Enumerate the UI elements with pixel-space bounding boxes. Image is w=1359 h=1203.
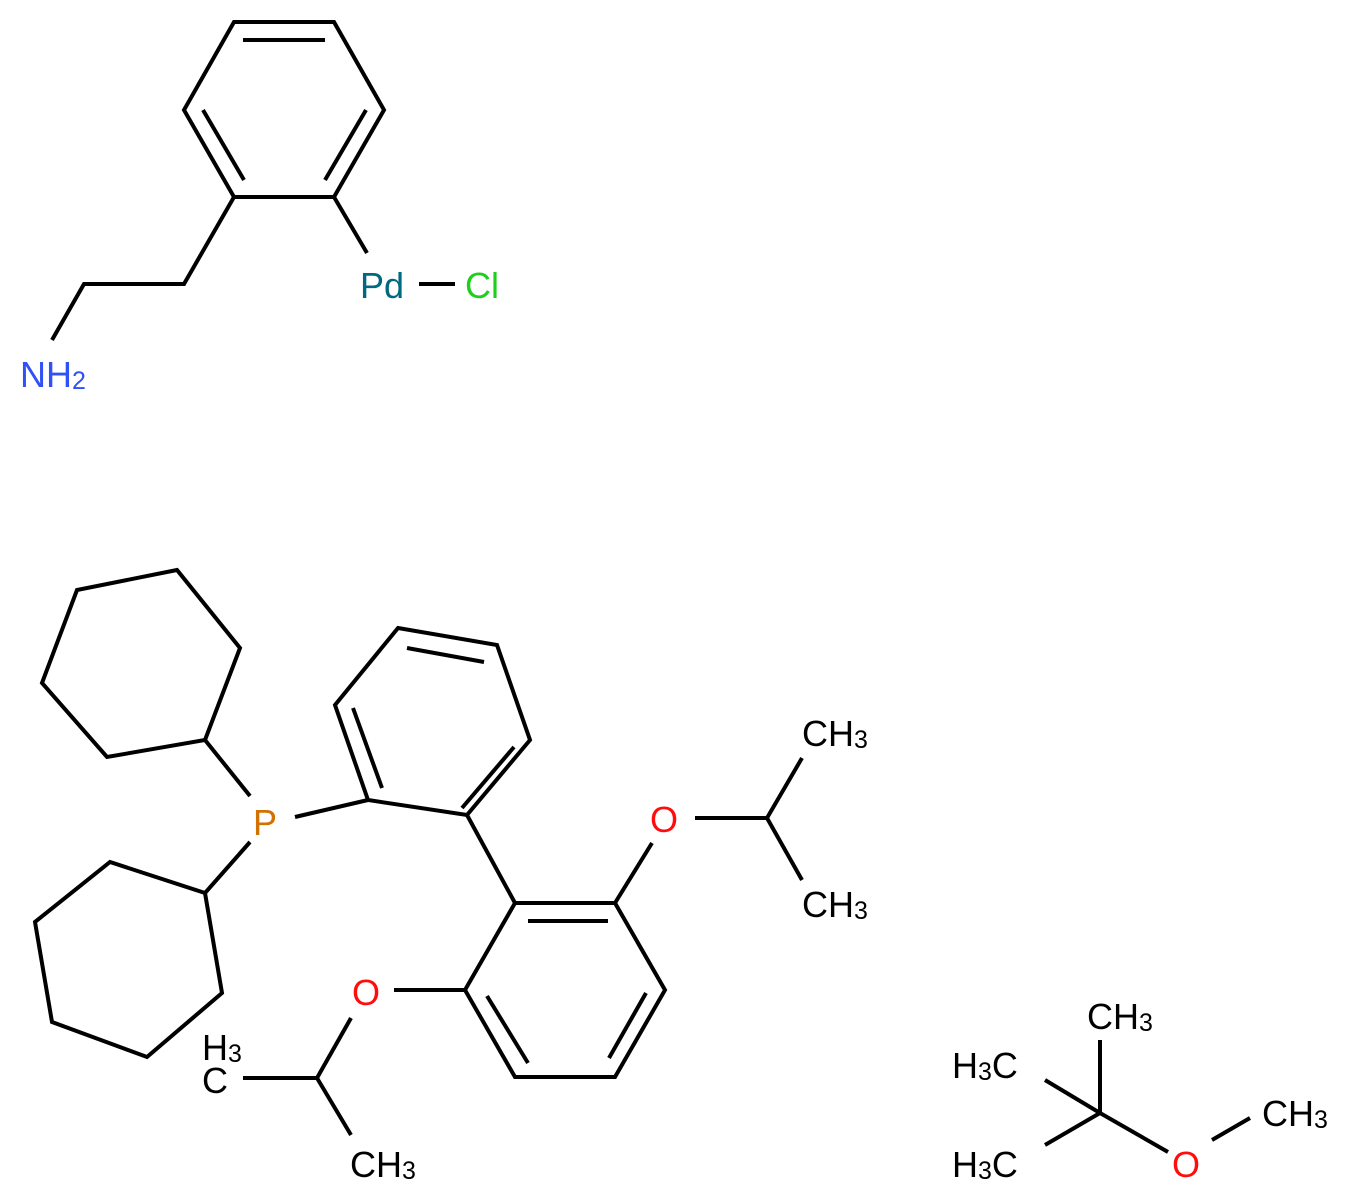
ch3-label: CH3 [1087, 996, 1153, 1037]
cl-label: Cl [465, 265, 499, 306]
double-bond [201, 108, 246, 182]
c-c-bond [765, 817, 804, 881]
o-c-bond [1210, 1116, 1252, 1142]
double-bond [460, 745, 516, 810]
nh2-label: NH2 [20, 354, 86, 395]
ch3-label: CH3 [1262, 1093, 1328, 1134]
double-bond [323, 108, 368, 182]
c-c-bond [315, 1076, 353, 1137]
o-label-lower: O [352, 972, 380, 1013]
pd-label: Pd [360, 265, 404, 306]
benzene-ring-top [181, 20, 387, 199]
benzene-ring-lower [462, 901, 668, 1079]
ruphos-ligand: O CH3 CH3 O H3 C CH3 [32, 567, 868, 1185]
double-bond [406, 646, 485, 664]
ethyl-chain [50, 196, 236, 341]
o-c-bond [315, 1017, 353, 1079]
h3c-label: H3C [952, 1045, 1018, 1086]
c-o-bond [1099, 1111, 1169, 1154]
phenethylamine-pd-chloride: NH2 Pd Cl [20, 20, 499, 395]
ch3-label: CH3 [802, 884, 868, 925]
p-cy-bond [203, 840, 252, 895]
c-c-bond [765, 756, 804, 820]
cyclohexyl-ring-lower [32, 859, 225, 1060]
c-c-bond [1043, 1078, 1102, 1115]
double-bond [351, 707, 384, 789]
methyl-tert-butyl-ether: CH3 H3C H3C O CH3 [952, 996, 1328, 1185]
c-pd-bond [332, 195, 369, 255]
h3c-label: H3C [952, 1144, 1018, 1185]
biaryl-bond [465, 814, 517, 904]
cyclohexyl-ring-upper [39, 567, 243, 760]
o-label-upper: O [650, 799, 678, 840]
c-o-bond [613, 841, 654, 905]
o-label: O [1172, 1144, 1200, 1185]
benzene-ring-upper [332, 625, 533, 818]
p-label: P [253, 802, 277, 843]
double-bond [485, 994, 530, 1065]
c-p-bond [294, 798, 369, 819]
c-c-bond [1043, 1111, 1102, 1147]
double-bond [607, 992, 648, 1059]
h3c-label: H3 [202, 1027, 242, 1068]
p-cy-bond [203, 738, 252, 798]
ch3-label: CH3 [350, 1144, 416, 1185]
ch3-label: CH3 [802, 713, 868, 754]
h3c-label-c: C [202, 1060, 228, 1101]
